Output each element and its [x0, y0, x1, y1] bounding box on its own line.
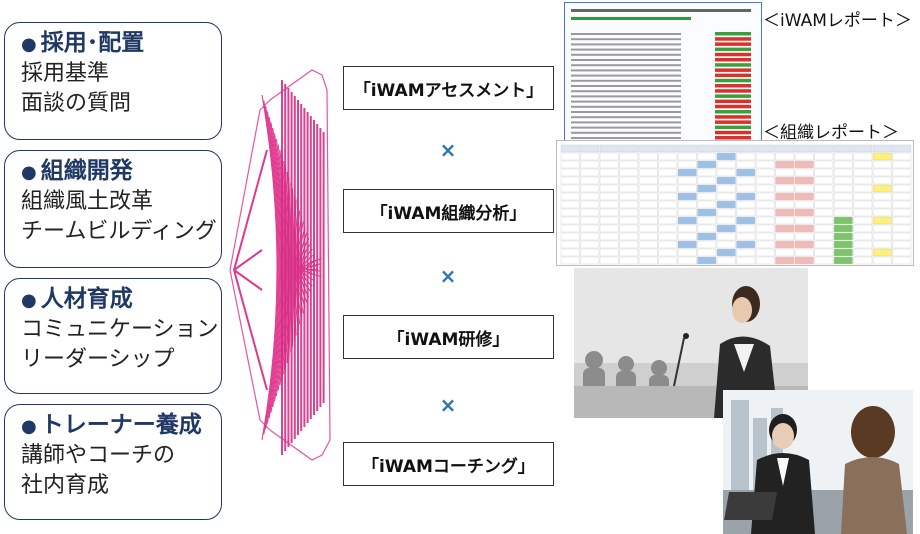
card-title: ●組織開発 [21, 158, 133, 184]
card-title: ●人材育成 [21, 286, 133, 312]
product-iwam-assessment: 「iWAMアセスメント」 [343, 66, 554, 110]
times-symbol: × [439, 393, 457, 417]
card-title: ●トレーナー養成 [21, 412, 202, 438]
product-iwam-training: 「iWAM研修」 [343, 315, 554, 359]
product-iwam-org-analysis: 「iWAM組織分析」 [343, 189, 554, 233]
product-iwam-coaching: 「iWAMコーチング」 [343, 442, 554, 486]
card-line: 採用基準 [21, 61, 110, 86]
org-report-thumbnail [556, 140, 914, 266]
report-graphic [571, 9, 751, 145]
card-trainer-training: ●トレーナー養成 講師やコーチの 社内育成 [4, 404, 222, 520]
coaching-photo [723, 390, 913, 534]
org-table-graphic [560, 144, 912, 265]
card-recruitment: ●採用･配置 採用基準 面談の質問 [4, 22, 222, 140]
card-line: リーダーシップ [21, 347, 175, 372]
card-line: 面談の質問 [21, 91, 132, 116]
card-line: 社内育成 [21, 473, 110, 498]
card-line: 組織風土改革 [21, 189, 154, 214]
card-title: ●採用･配置 [21, 30, 145, 56]
times-symbol: × [439, 138, 457, 162]
card-line: 講師やコーチの [21, 443, 176, 468]
card-talent-development: ●人材育成 コミュニケーション リーダーシップ [4, 278, 222, 394]
card-org-development: ●組織開発 組織風土改革 チームビルディング [4, 150, 222, 268]
iwam-report-thumbnail [564, 2, 762, 152]
card-line: チームビルディング [21, 219, 217, 244]
card-line: コミュニケーション [21, 317, 219, 342]
coaching-illustration [723, 390, 913, 534]
times-symbol: × [439, 264, 457, 288]
iwam-report-label: ＜iWAMレポート＞ [763, 11, 912, 31]
pink-arrows-graphic [229, 69, 331, 461]
org-report-label: ＜組織レポート＞ [763, 123, 899, 143]
